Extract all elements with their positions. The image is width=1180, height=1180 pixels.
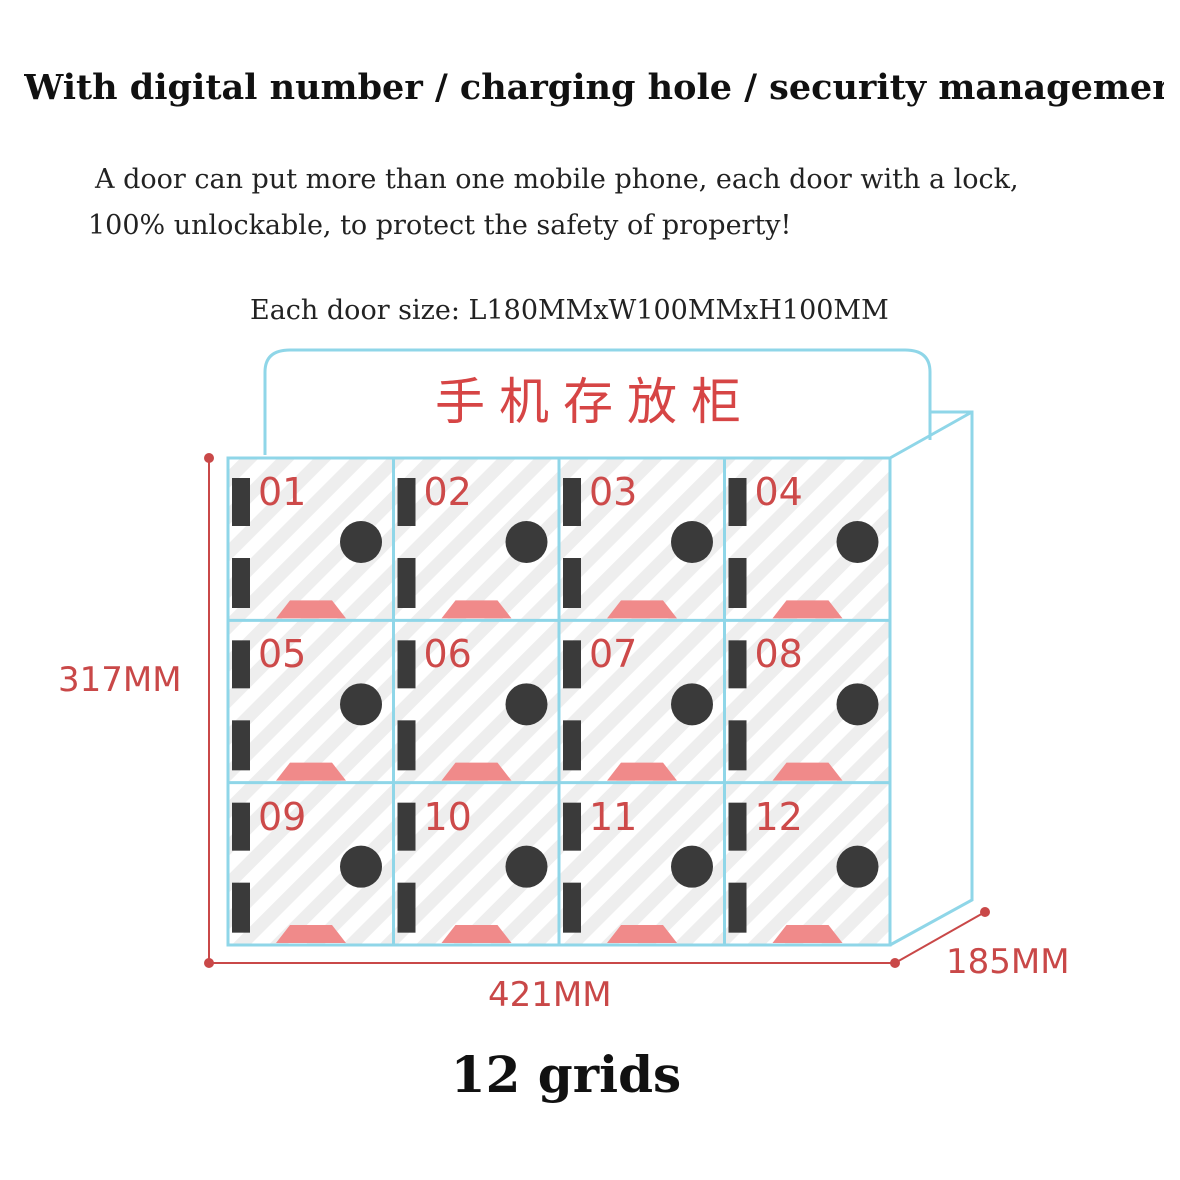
cell-number: 01 <box>258 470 307 514</box>
hinge-icon <box>563 720 581 771</box>
charging-port-icon <box>772 925 843 943</box>
keyhole-icon <box>671 521 713 563</box>
locker-door <box>728 802 879 943</box>
cell-number: 05 <box>258 632 307 677</box>
charging-port-icon <box>276 925 346 943</box>
keyhole-icon <box>505 683 548 726</box>
hinge-icon <box>728 558 747 608</box>
width-label: 421MM <box>488 975 612 1015</box>
hinge-icon <box>232 882 250 933</box>
keyhole-icon <box>836 683 879 726</box>
locker-door <box>397 478 548 619</box>
keyhole-icon <box>340 521 382 563</box>
keyhole-icon <box>671 683 713 726</box>
height-dimension-line <box>204 453 214 968</box>
keyhole-icon <box>836 521 879 563</box>
hinge-icon <box>397 802 416 851</box>
description-line-2: 100% unlockable, to protect the safety o… <box>88 210 792 241</box>
keyhole-icon <box>340 683 382 726</box>
hinge-icon <box>397 882 416 933</box>
charging-port-icon <box>441 925 512 943</box>
caption: 12 grids <box>450 1045 682 1104</box>
height-label: 317MM <box>58 660 182 700</box>
cell-number: 02 <box>423 470 472 514</box>
hinge-icon <box>728 720 747 771</box>
charging-port-icon <box>276 762 346 781</box>
cell-number: 04 <box>754 470 803 514</box>
hinge-icon <box>232 802 250 851</box>
cabinet-sign-board <box>263 348 932 455</box>
cell-number: 10 <box>423 794 472 839</box>
keyhole-icon <box>836 845 879 888</box>
charging-port-icon <box>607 600 677 619</box>
locker-door <box>397 640 548 781</box>
cell-number: 07 <box>589 632 638 677</box>
locker-door <box>563 640 713 781</box>
cell-number: 08 <box>754 632 803 677</box>
hinge-icon <box>563 882 581 933</box>
hinge-icon <box>232 640 250 689</box>
hinge-icon <box>728 640 747 689</box>
hinge-icon <box>563 478 581 526</box>
keyhole-icon <box>671 845 713 888</box>
locker-door <box>563 802 713 943</box>
cell-number: 06 <box>423 632 472 677</box>
hinge-icon <box>563 558 581 608</box>
cell-number: 03 <box>589 470 638 514</box>
locker-door <box>563 478 713 619</box>
charging-port-icon <box>441 762 512 781</box>
charging-port-icon <box>607 762 677 781</box>
depth-dimension-line <box>894 907 990 964</box>
charging-port-icon <box>772 762 843 781</box>
locker-door <box>728 478 879 619</box>
hinge-icon <box>397 720 416 771</box>
locker-door <box>397 802 548 943</box>
headline: With digital number / charging hole / se… <box>24 67 1164 108</box>
description: A door can put more than one mobile phon… <box>88 157 1019 249</box>
cell-number: 12 <box>754 794 803 839</box>
hinge-icon <box>397 558 416 608</box>
keyhole-icon <box>505 845 548 888</box>
charging-port-icon <box>276 600 346 619</box>
hinge-icon <box>232 558 250 608</box>
hinge-icon <box>563 802 581 851</box>
hinge-icon <box>232 478 250 526</box>
depth-label: 185MM <box>946 942 1070 982</box>
locker-door <box>232 640 382 781</box>
locker-door <box>232 802 382 943</box>
description-line-1: A door can put more than one mobile phon… <box>95 164 1019 195</box>
cabinet-cells <box>232 478 879 943</box>
cabinet-grid-lines <box>228 458 890 945</box>
cabinet-sign-text: 手机存放柜 <box>435 373 755 431</box>
hinge-icon <box>728 478 747 526</box>
hinge-icon <box>728 882 747 933</box>
charging-port-icon <box>607 925 677 943</box>
cell-number: 11 <box>589 794 638 839</box>
charging-port-icon <box>441 600 512 619</box>
width-dimension-line <box>209 958 900 968</box>
door-size-note: Each door size: L180MMxW100MMxH100MM <box>250 295 889 326</box>
locker-door <box>232 478 382 619</box>
cell-number: 09 <box>258 794 307 839</box>
charging-port-icon <box>772 600 843 619</box>
hinge-icon <box>232 720 250 771</box>
locker-door <box>728 640 879 781</box>
keyhole-icon <box>505 521 548 563</box>
hinge-icon <box>397 640 416 689</box>
hinge-icon <box>728 802 747 851</box>
keyhole-icon <box>340 845 382 888</box>
hinge-icon <box>397 478 416 526</box>
hinge-icon <box>563 640 581 689</box>
